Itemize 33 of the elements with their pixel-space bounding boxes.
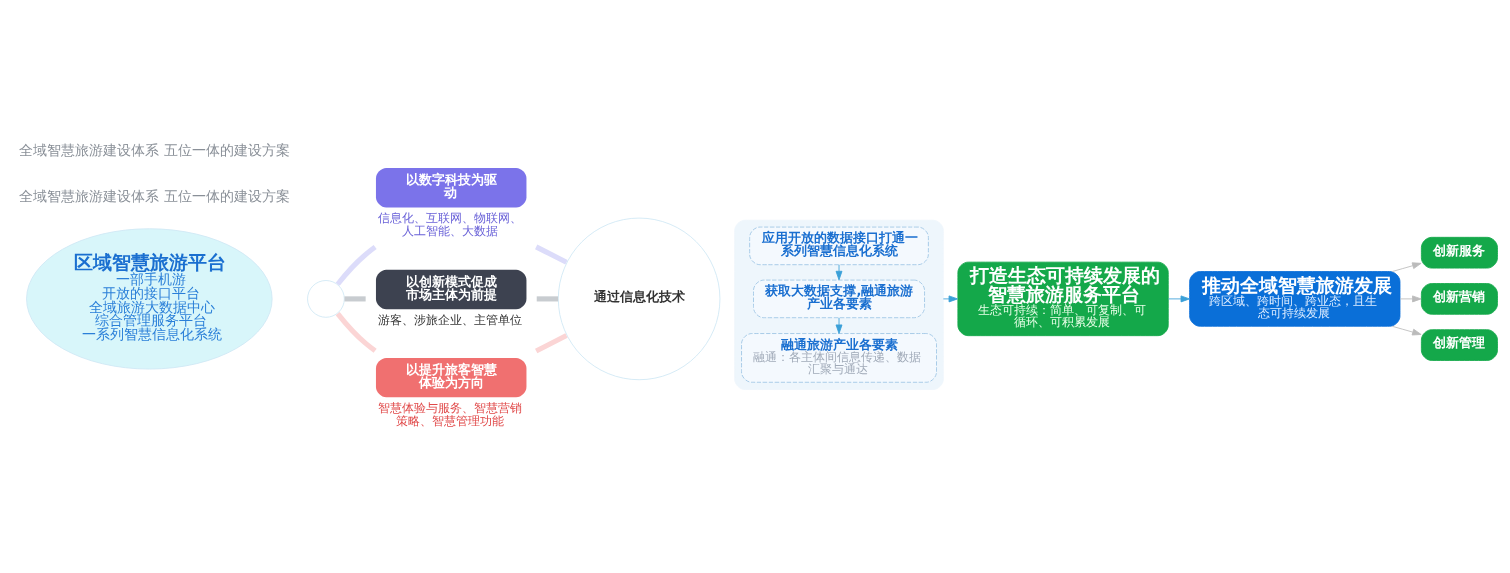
connector bbox=[344, 296, 366, 302]
node-circle bbox=[307, 280, 345, 318]
label: 全域智慧旅游建设体系 五位一体的建设方案 bbox=[19, 142, 290, 159]
arrow bbox=[1399, 295, 1422, 303]
node-box: 以提升旅客智慧体验为方向 bbox=[375, 357, 527, 398]
node-box: 打造生态可持续发展的智慧旅游服务平台 生态可持续：简单、可复制、可循环、可积累发展 bbox=[957, 261, 1169, 337]
node-box: 推动全域智慧旅游发展 跨区域、跨时间、跨业态，且生态可持续发展 bbox=[1189, 271, 1401, 327]
connector bbox=[335, 311, 377, 353]
arrow bbox=[942, 295, 958, 303]
node-box: 创新管理 bbox=[1420, 329, 1498, 361]
connector bbox=[535, 333, 568, 354]
node-box: 应用开放的数据接口打通一系列智慧信息化系统 bbox=[749, 226, 929, 266]
node-label: 智慧体验与服务、智慧营销策略、智慧管理功能 bbox=[377, 400, 522, 428]
node-ellipse: 区域智慧旅游平台 一部手机游 开放的接口平台 全域旅游大数据中心 综合管理服务平台 一系列智慧信息化系统 bbox=[26, 228, 273, 370]
cluster bbox=[734, 219, 944, 390]
node-box: 创新营销 bbox=[1420, 283, 1498, 315]
node-box: 以数字科技为驱动 bbox=[375, 168, 527, 208]
node-box: 以创新模式促成市场主体为前提 bbox=[375, 269, 527, 310]
node-box: 获取大数据支撑,融通旅游产业各要素 bbox=[753, 279, 925, 319]
connector bbox=[536, 296, 559, 302]
connector bbox=[535, 244, 568, 265]
arrow bbox=[1391, 262, 1422, 272]
node-label: 信息化、互联网、物联网、人工智能、大数据 bbox=[377, 211, 522, 238]
arrow bbox=[835, 317, 843, 334]
label: 全域智慧旅游建设体系 五位一体的建设方案 bbox=[19, 188, 290, 205]
node-label: 游客、涉旅企业、主管单位 bbox=[377, 312, 522, 327]
node-box: 融通旅游产业各要素 融通：各主体间信息传递、数据汇聚与通达 bbox=[741, 333, 937, 383]
arrow bbox=[1391, 325, 1422, 336]
arrow bbox=[1168, 295, 1190, 303]
arrow bbox=[835, 264, 843, 281]
connector bbox=[335, 244, 377, 286]
node-box: 创新服务 bbox=[1420, 236, 1498, 269]
node-circle: 通过信息化技术 bbox=[557, 217, 721, 381]
